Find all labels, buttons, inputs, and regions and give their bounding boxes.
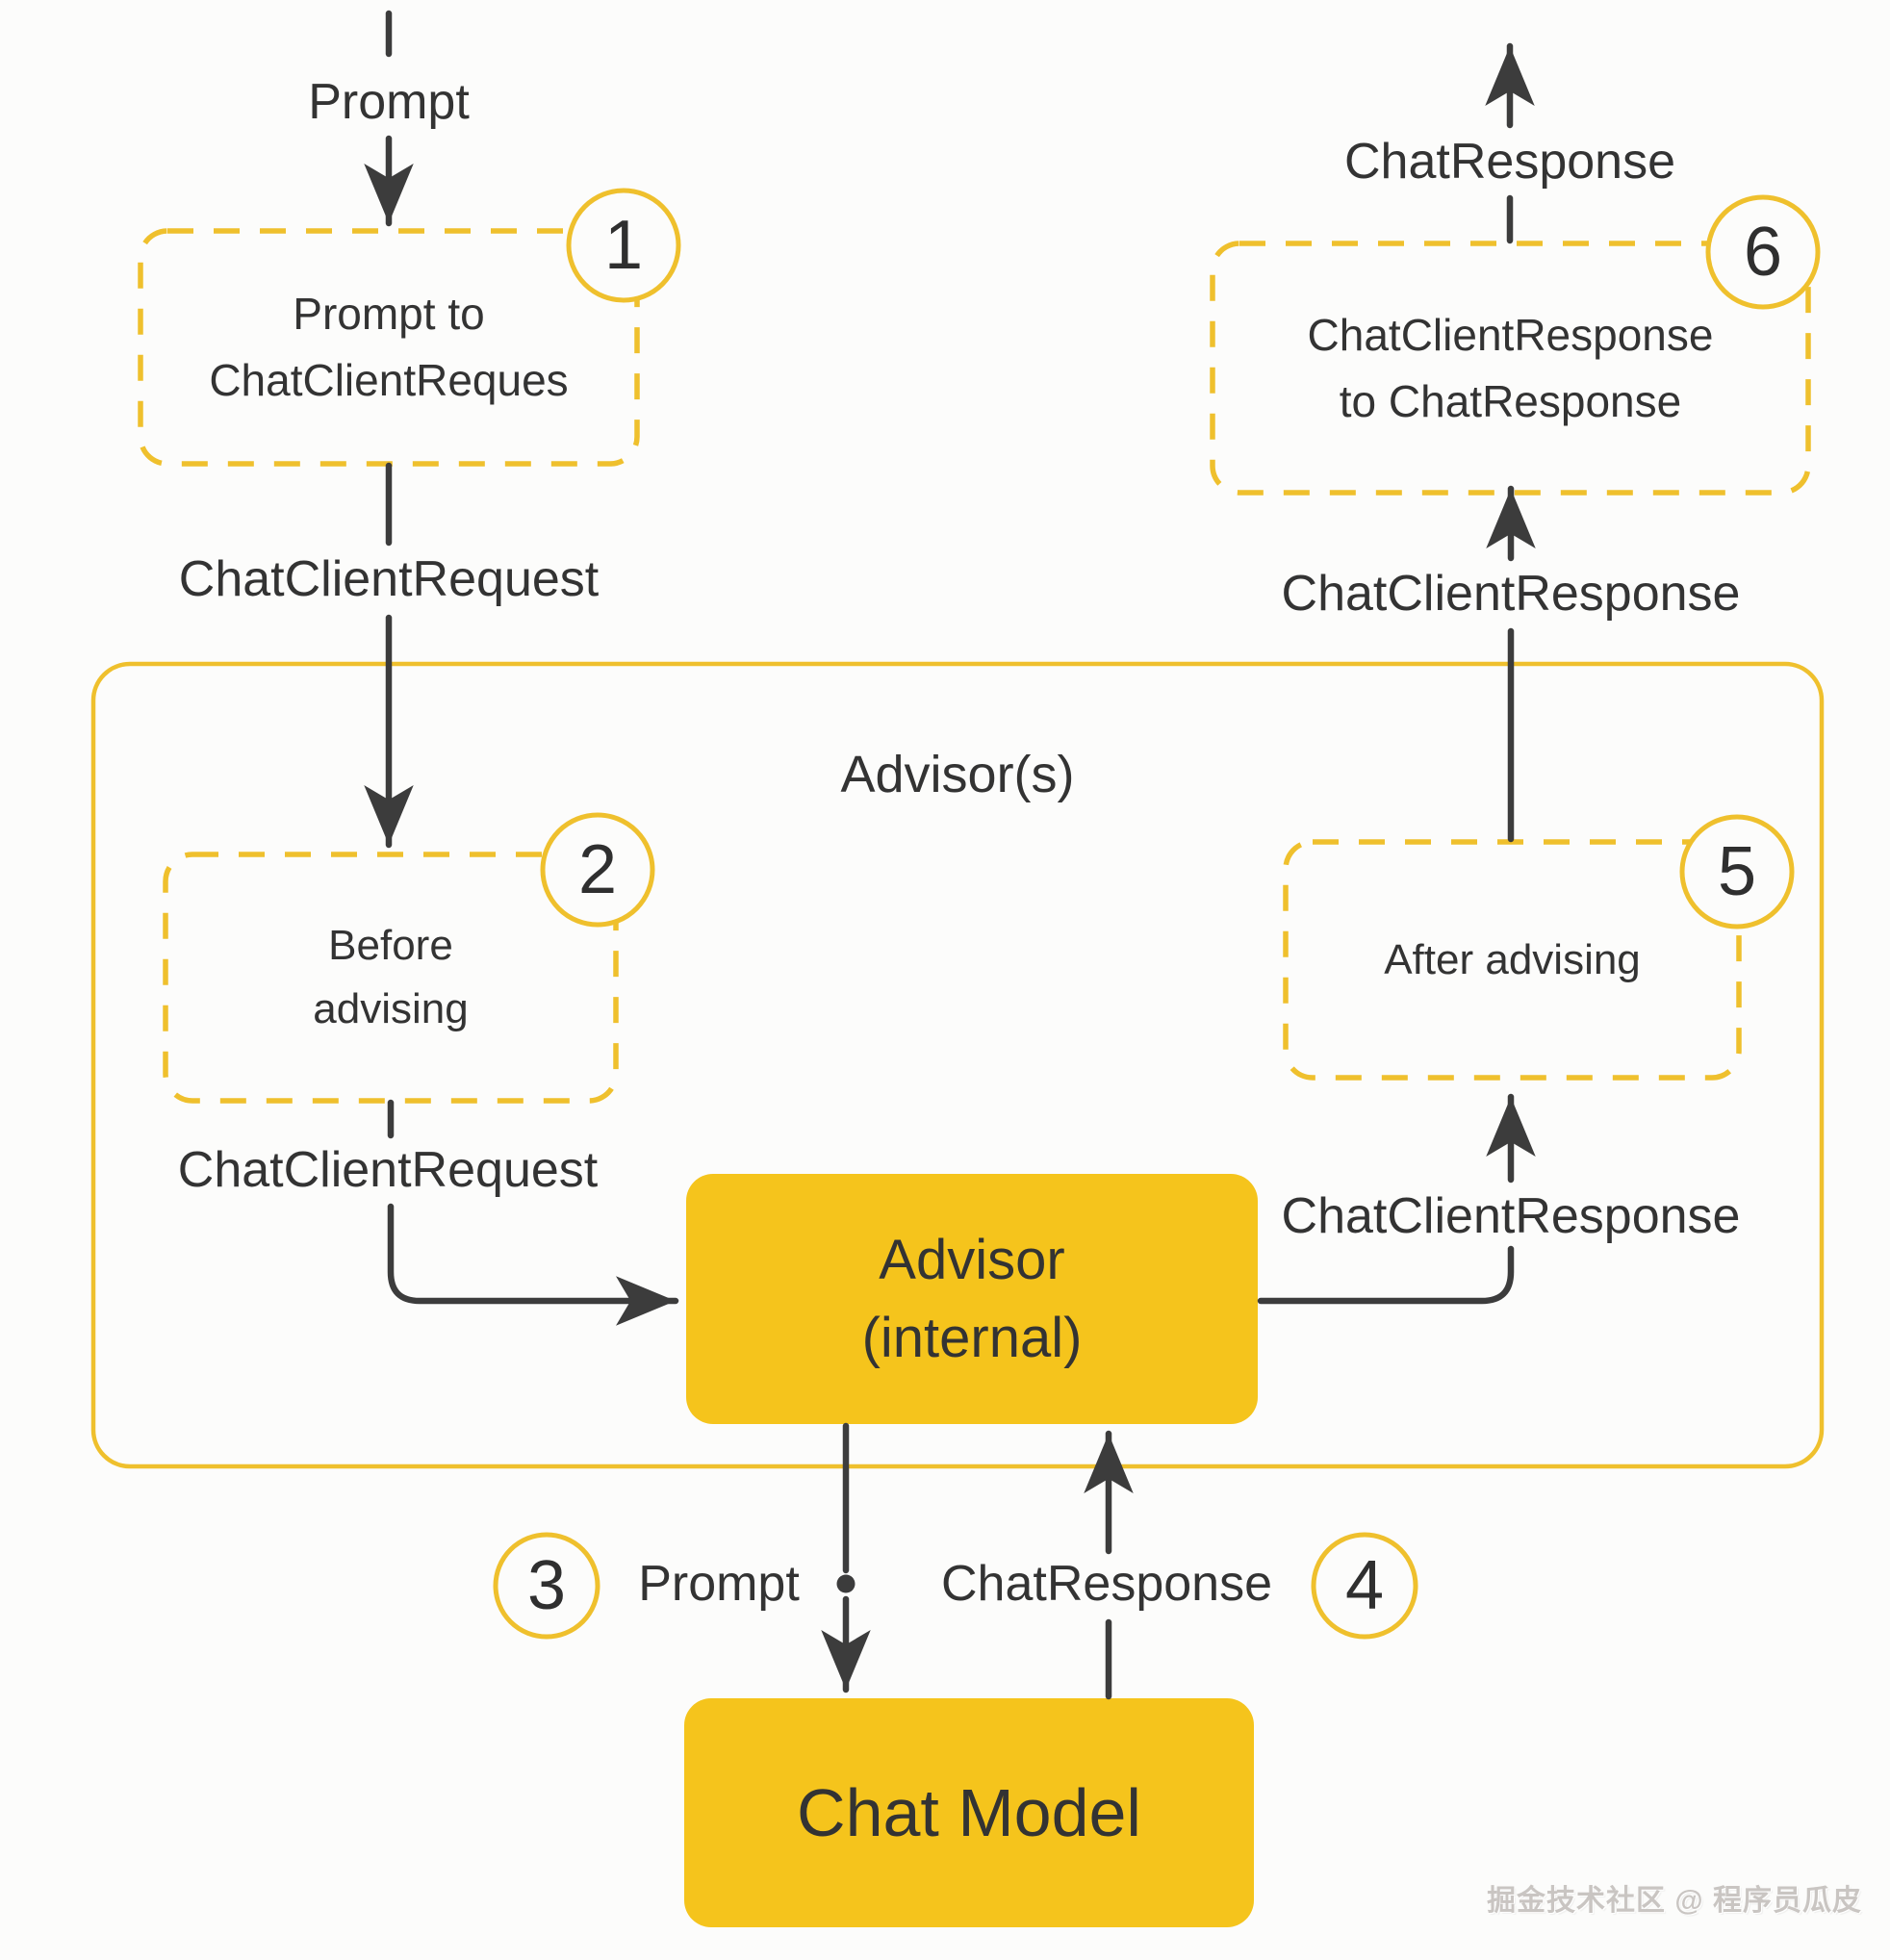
step6-number: 6	[1743, 214, 1783, 291]
box2-label-line1: Before	[328, 922, 453, 969]
box5-label: After advising	[1384, 935, 1641, 983]
watermark-text: 掘金技术社区 @ 程序员瓜皮	[1487, 1885, 1862, 1917]
advisor-internal-node: Advisor (internal)	[686, 1174, 1258, 1424]
label-prompt-to-model: Prompt	[638, 1556, 800, 1612]
step1-number: 1	[603, 207, 644, 284]
edge-ccr-inner-b-arrow	[387, 1203, 679, 1326]
prompt-line-dot	[836, 1574, 856, 1593]
advisor-internal-label-line2: (internal)	[861, 1307, 1083, 1369]
step5-number: 5	[1717, 833, 1757, 910]
chat-model-node: Chat Model	[684, 1698, 1254, 1927]
box1-prompt-to-chatclientrequest: Prompt to ChatClientReques	[140, 231, 637, 464]
box1-label-line1: Prompt to	[293, 289, 485, 339]
box2-before-advising: Before advising	[166, 854, 616, 1101]
box1-label-line2: ChatClientReques	[209, 355, 569, 405]
box6-chatclientresponse-to-chatresponse: ChatClientResponse to ChatResponse	[1213, 243, 1808, 493]
chat-model-label: Chat Model	[797, 1775, 1141, 1850]
box2-label-line2: advising	[313, 985, 469, 1032]
edge-ccresp-inner-a	[1257, 1245, 1515, 1305]
label-prompt-in: Prompt	[308, 74, 470, 130]
label-chatclientresponse-top: ChatClientResponse	[1281, 566, 1741, 622]
label-chatresponse-from-model: ChatResponse	[941, 1556, 1272, 1612]
box6-label-line2: to ChatResponse	[1339, 375, 1682, 426]
box5-after-advising: After advising	[1286, 842, 1739, 1078]
label-chatclientresponse-inner: ChatClientResponse	[1281, 1188, 1741, 1244]
label-chatclientrequest-top: ChatClientRequest	[178, 551, 600, 607]
label-chatresponse-out: ChatResponse	[1344, 134, 1675, 190]
step2-number: 2	[577, 831, 618, 908]
advisor-internal-label-line1: Advisor	[879, 1228, 1065, 1291]
box6-label-line1: ChatClientResponse	[1307, 309, 1714, 360]
advisors-container-title: Advisor(s)	[840, 746, 1075, 803]
step3-number: 3	[526, 1547, 567, 1624]
label-chatclientrequest-inner: ChatClientRequest	[177, 1142, 599, 1198]
step4-number: 4	[1344, 1547, 1385, 1624]
